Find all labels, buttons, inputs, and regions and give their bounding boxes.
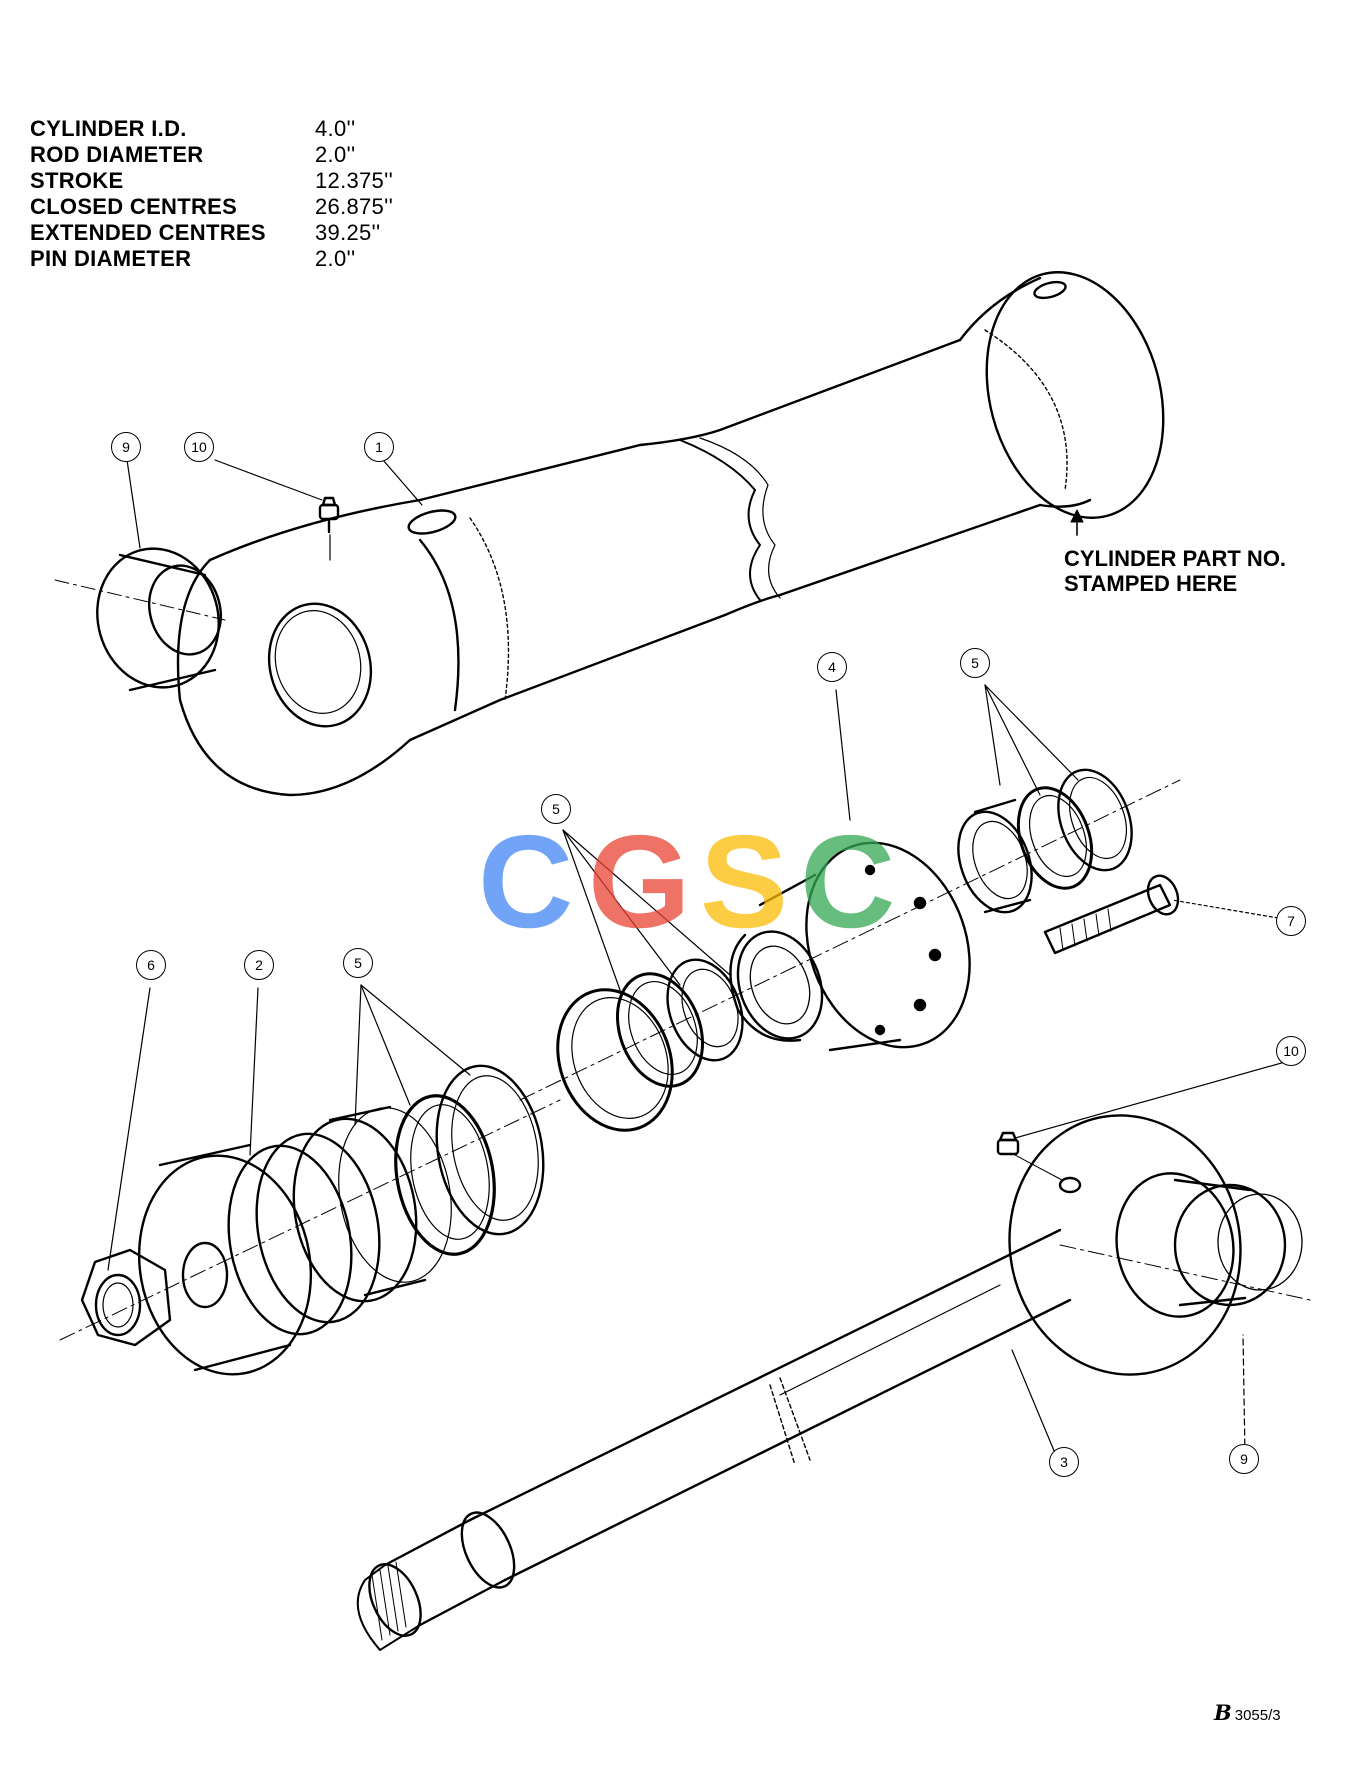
spec-label: PIN DIAMETER <box>30 246 192 271</box>
spec-value: 2.0'' <box>315 246 356 271</box>
callout-5-seals-left: 5 <box>343 948 373 978</box>
spec-label: CLOSED CENTRES <box>30 194 238 219</box>
watermark-letter-g: G <box>588 822 691 942</box>
callout-5-seals-middle: 5 <box>541 794 571 824</box>
spec-value: 26.875'' <box>315 194 394 219</box>
spec-label: ROD DIAMETER <box>30 142 204 167</box>
spec-label: CYLINDER I.D. <box>30 116 187 141</box>
spec-value: 4.0'' <box>315 116 356 141</box>
stamp-note-line1: CYLINDER PART NO. <box>1064 546 1287 571</box>
callout-7-screw: 7 <box>1276 906 1306 936</box>
gland-assembly <box>519 768 1181 1132</box>
spec-value: 2.0'' <box>315 142 356 167</box>
watermark-letter-c1: C <box>478 822 573 942</box>
spec-value: 12.375'' <box>315 168 394 193</box>
stamp-note-line2: STAMPED HERE <box>1064 571 1238 596</box>
callout-4-gland: 4 <box>817 652 847 682</box>
cap-screw <box>1043 874 1180 955</box>
stamp-note: CYLINDER PART NO. STAMPED HERE <box>1064 546 1286 596</box>
spec-label: STROKE <box>30 168 124 193</box>
callout-9-bush: 9 <box>111 432 141 462</box>
callout-3-rod: 3 <box>1049 1447 1079 1477</box>
callout-9-rod-bush: 9 <box>1229 1444 1259 1474</box>
cylinder-barrel <box>54 271 1165 797</box>
spec-value: 39.25'' <box>315 220 381 245</box>
spec-label: EXTENDED CENTRES <box>30 220 266 245</box>
watermark-letter-s: S <box>700 822 788 942</box>
callout-1-barrel: 1 <box>364 432 394 462</box>
piston-rod <box>356 1114 1311 1651</box>
callout-2-piston: 2 <box>244 950 274 980</box>
piston-assembly <box>59 1064 561 1376</box>
brand-logo-icon: B <box>1214 1700 1232 1725</box>
grease-nipple-top <box>318 496 340 534</box>
callout-6-nut: 6 <box>136 950 166 980</box>
drawing-number: 3055/3 <box>1234 1707 1281 1724</box>
callout-10-grease-nipple: 10 <box>184 432 214 462</box>
callout-10-grease-nipple-rod: 10 <box>1276 1036 1306 1066</box>
leader-lines <box>107 459 1293 1466</box>
watermark: C G S C <box>478 822 895 942</box>
callout-5-seals-right: 5 <box>960 648 990 678</box>
watermark-letter-c2: C <box>800 822 895 942</box>
